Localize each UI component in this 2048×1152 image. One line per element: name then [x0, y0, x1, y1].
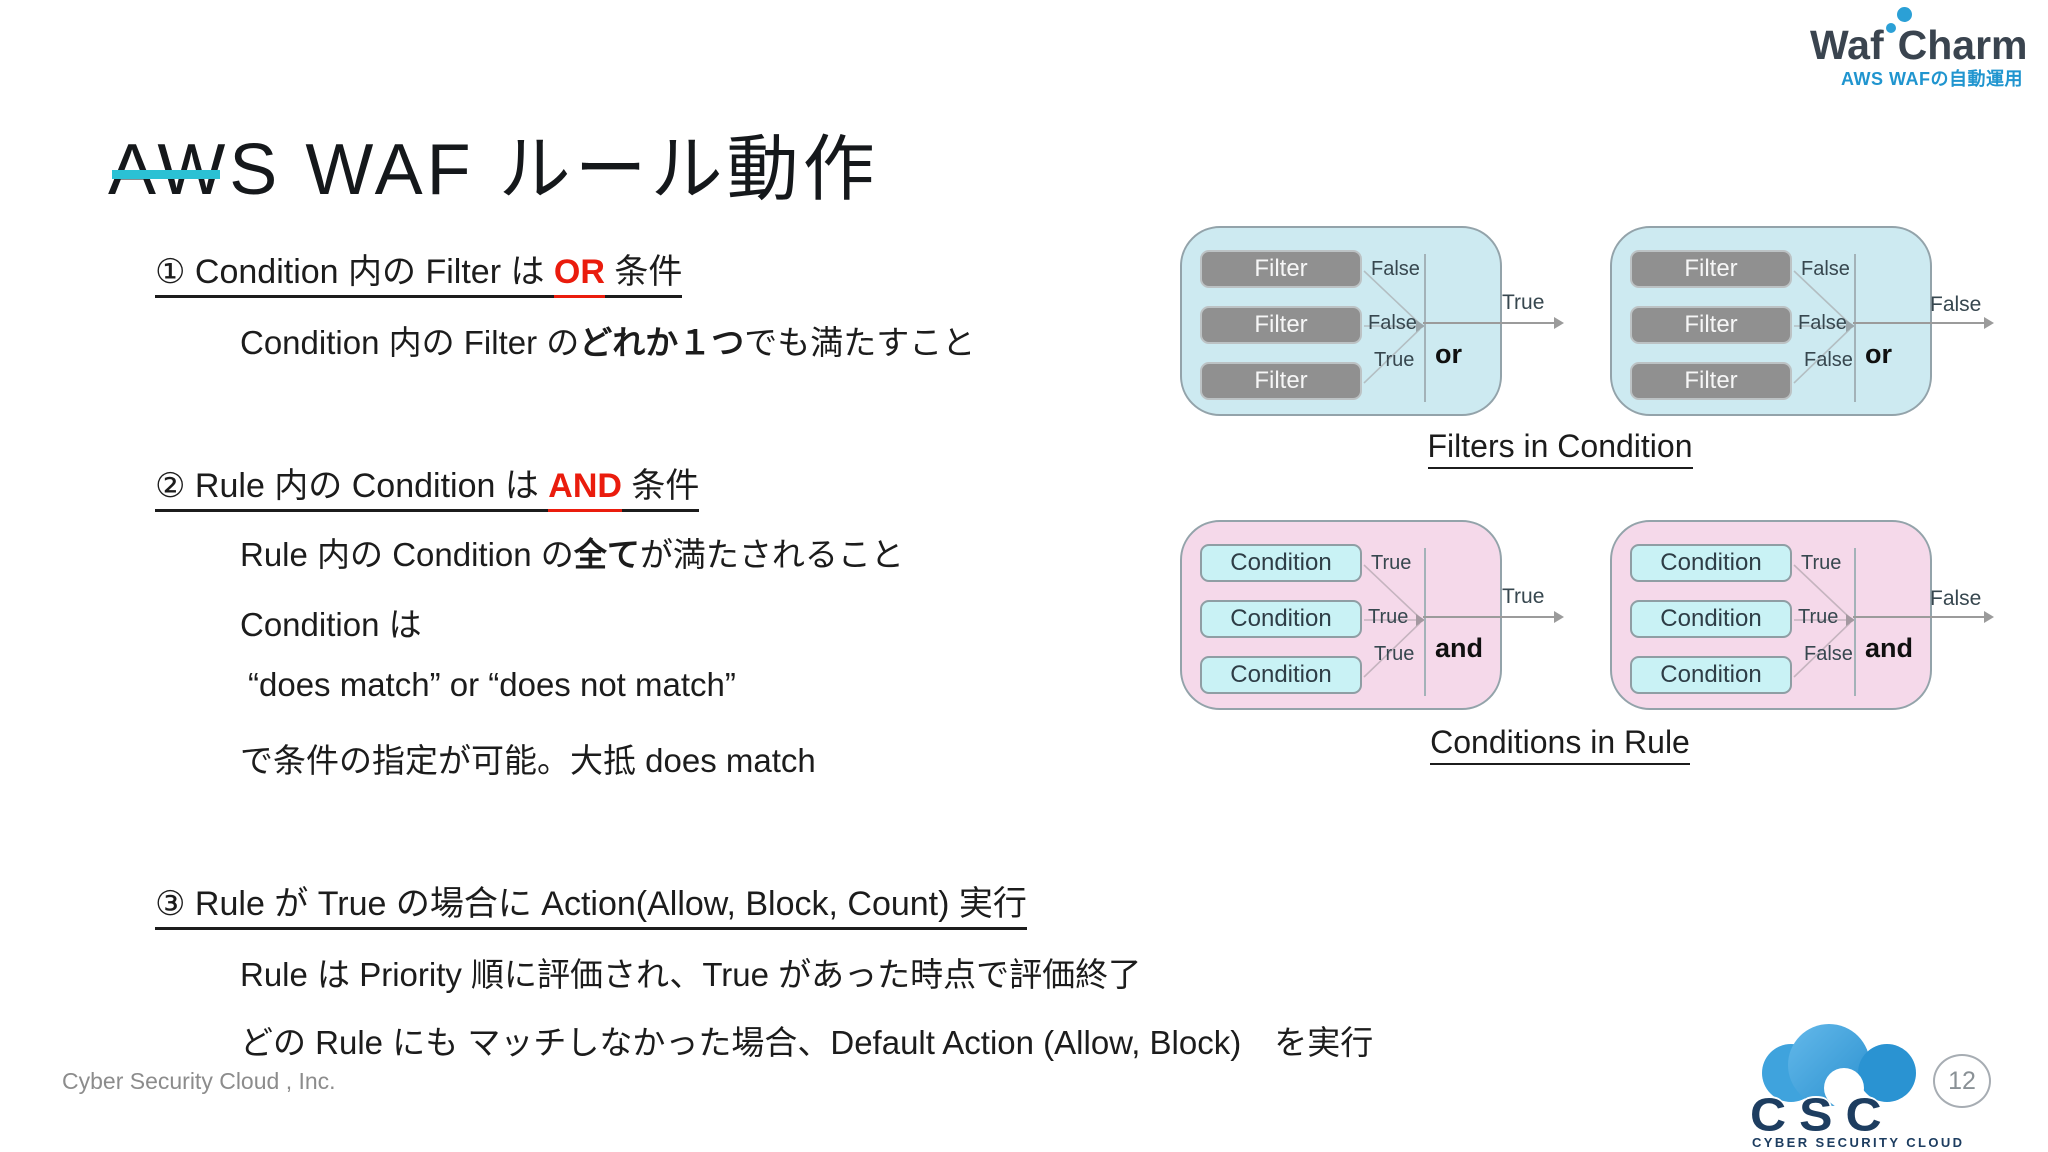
section2-body-line: で条件の指定が可能。大抵 does match	[240, 742, 816, 779]
body-bold-text: 全て	[573, 536, 640, 573]
condition-result-label: True	[1374, 643, 1415, 665]
section3-heading: ③ Rule が True の場合に Action(Allow, Block, …	[155, 876, 1027, 930]
csc-logo-tagline: CYBER SECURITY CLOUD	[1752, 1135, 1965, 1150]
filters-condition-box-1: Filter Filter Filter False False True or	[1180, 226, 1502, 416]
condition-button: Condition	[1630, 544, 1792, 582]
heading-text: ② Rule 内の Condition は	[155, 467, 549, 512]
condition-result-label: False	[1804, 643, 1853, 665]
output-arrow	[1423, 611, 1564, 623]
divider-line	[1424, 254, 1426, 402]
heading-text: 条件	[604, 253, 683, 298]
diagram-caption-filters: Filters in Condition	[1330, 428, 1790, 469]
footer-company-name: Cyber Security Cloud , Inc.	[62, 1068, 336, 1094]
filter-result-label: False	[1371, 258, 1420, 280]
title-accent-bar	[112, 170, 220, 179]
converging-arrows	[1793, 564, 1855, 678]
operator-label: or	[1865, 339, 1892, 369]
output-arrow	[1853, 317, 1994, 329]
converging-arrows	[1363, 564, 1425, 678]
filter-result-label: False	[1804, 349, 1853, 371]
converging-arrows	[1363, 270, 1425, 384]
section1-body-line: Condition 内の Filter のどれか１つでも満たすこと	[240, 316, 975, 364]
filter-button: Filter	[1630, 362, 1792, 400]
divider-line	[1854, 254, 1856, 402]
condition-button: Condition	[1630, 600, 1792, 638]
section2-heading: ② Rule 内の Condition は AND 条件	[155, 458, 700, 512]
condition-button: Condition	[1200, 544, 1362, 582]
condition-button: Condition	[1630, 656, 1792, 694]
section1-heading: ① Condition 内の Filter は OR 条件	[155, 244, 683, 298]
converging-arrows	[1793, 270, 1855, 384]
output-result-label: False	[1930, 293, 1982, 316]
output-result-label: True	[1502, 585, 1545, 608]
condition-button: Condition	[1200, 656, 1362, 694]
csc-cloud-icon	[1858, 1044, 1916, 1102]
section3-body-line: Rule は Priority 順に評価され、True があった時点で評価終了	[240, 956, 1142, 993]
condition-result-label: True	[1801, 552, 1842, 574]
filter-result-label: False	[1798, 312, 1847, 334]
body-text: Rule 内の Condition の	[240, 536, 574, 573]
body-bold-text: どれか１つ	[579, 324, 745, 361]
heading-text: ③ Rule が True の場合に Action(Allow, Block, …	[155, 885, 1027, 930]
csc-logo-text: CSC	[1750, 1088, 1895, 1141]
section2-body-line: Rule 内の Condition の全てが満たされること	[240, 528, 904, 576]
condition-result-label: True	[1368, 606, 1409, 628]
filter-button: Filter	[1200, 306, 1362, 344]
filter-result-label: True	[1374, 349, 1415, 371]
condition-button: Condition	[1200, 600, 1362, 638]
conditions-rule-box-2: Condition Condition Condition True True …	[1610, 520, 1932, 710]
csc-cloud-notch	[1824, 1068, 1864, 1108]
page-title: AWS WAF ルール動作	[108, 130, 879, 211]
body-text: が満たされること	[639, 536, 904, 573]
condition-result-label: True	[1798, 606, 1839, 628]
wafcharm-logo: Waf Charm	[1810, 22, 2028, 69]
filter-button: Filter	[1630, 250, 1792, 288]
heading-text: 条件	[621, 467, 700, 512]
caption-text: Filters in Condition	[1427, 428, 1693, 469]
filter-result-label: False	[1801, 258, 1850, 280]
output-arrow	[1853, 611, 1994, 623]
operator-label: and	[1865, 633, 1914, 663]
wafcharm-dot-icon	[1897, 7, 1912, 22]
heading-text: ① Condition 内の Filter は	[155, 253, 554, 298]
divider-line	[1854, 548, 1856, 696]
filter-button: Filter	[1200, 362, 1362, 400]
output-result-label: False	[1930, 587, 1982, 610]
output-result-label: True	[1502, 291, 1545, 314]
wafcharm-dot-icon	[1886, 23, 1896, 33]
filter-button: Filter	[1630, 306, 1792, 344]
operator-label: or	[1435, 339, 1462, 369]
condition-result-label: True	[1371, 552, 1412, 574]
body-text: でも満たすこと	[744, 324, 976, 361]
operator-label: and	[1435, 633, 1484, 663]
diagram-caption-rules: Conditions in Rule	[1330, 724, 1790, 765]
section2-body-line: “does match” or “does not match”	[248, 666, 736, 703]
body-text: Condition 内の Filter の	[240, 324, 580, 361]
caption-text: Conditions in Rule	[1430, 724, 1690, 765]
heading-emphasis-or: OR	[553, 253, 605, 298]
section2-body-line: Condition は	[240, 606, 422, 643]
section3-body-line: どの Rule にも マッチしなかった場合、Default Action (Al…	[240, 1024, 1374, 1061]
filters-condition-box-2: Filter Filter Filter False False False o…	[1610, 226, 1932, 416]
heading-emphasis-and: AND	[548, 467, 622, 512]
page-number-badge: 12	[1933, 1054, 1991, 1108]
divider-line	[1424, 548, 1426, 696]
wafcharm-tagline: AWS WAFの自動運用	[1841, 69, 2023, 89]
conditions-rule-box-1: Condition Condition Condition True True …	[1180, 520, 1502, 710]
wafcharm-logo-text-charm: Charm	[1897, 22, 2028, 68]
filter-result-label: False	[1368, 312, 1417, 334]
filter-button: Filter	[1200, 250, 1362, 288]
wafcharm-logo-text-waf: Waf	[1810, 22, 1884, 68]
output-arrow	[1423, 317, 1564, 329]
